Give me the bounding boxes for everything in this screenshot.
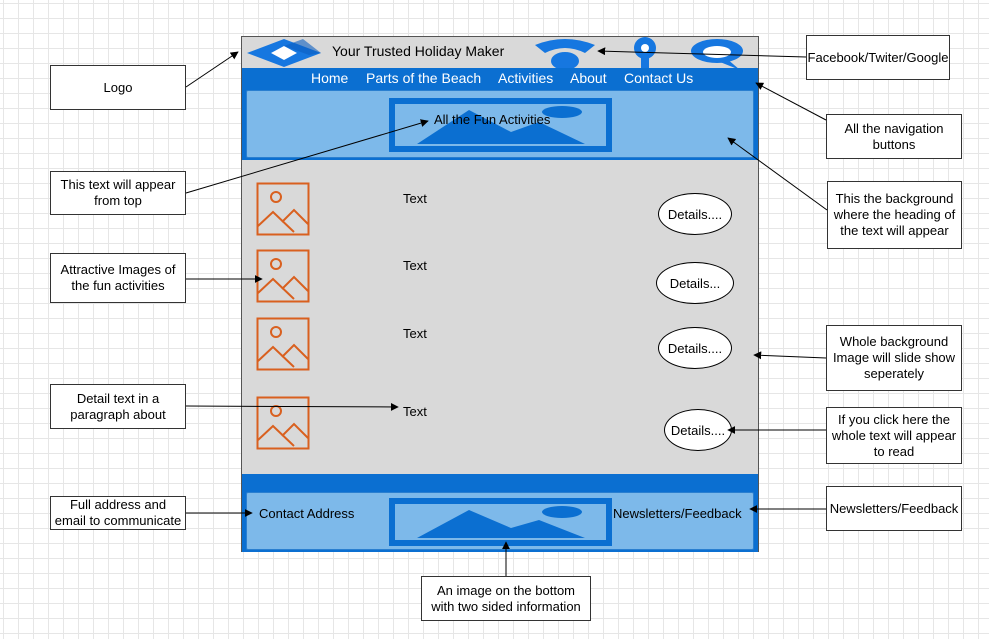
arrow-detail-text xyxy=(185,402,399,411)
note-click-here: If you click here the whole text will ap… xyxy=(826,407,962,464)
activity-image-icon xyxy=(256,182,310,236)
row-text: Text xyxy=(403,326,427,341)
navigation-bar xyxy=(242,68,758,90)
row-text: Text xyxy=(403,404,427,419)
note-detail-text: Detail text in a paragraph about xyxy=(50,384,186,429)
note-heading-bg: This the background where the heading of… xyxy=(827,181,962,249)
note-social: Facebook/Twiter/Google xyxy=(806,35,950,80)
nav-parts-of-the-beach[interactable]: Parts of the Beach xyxy=(366,70,482,86)
brand-title: Your Trusted Holiday Maker xyxy=(332,43,505,59)
map-pin-icon[interactable] xyxy=(624,37,666,70)
note-nav-buttons: All the navigation buttons xyxy=(826,114,962,159)
row-text: Text xyxy=(403,258,427,273)
activity-image-icon xyxy=(256,317,310,371)
note-logo: Logo xyxy=(50,65,186,110)
footer-image-icon xyxy=(389,498,612,546)
nav-home[interactable]: Home xyxy=(311,70,349,86)
arrow-nav xyxy=(755,82,827,121)
nav-activities[interactable]: Activities xyxy=(498,70,554,86)
note-images: Attractive Images of the fun activities xyxy=(50,253,186,303)
note-appear-top: This text will appear from top xyxy=(50,171,186,215)
nav-about[interactable]: About xyxy=(570,70,607,86)
row-text: Text xyxy=(403,191,427,206)
note-newsletters: Newsletters/Feedback xyxy=(826,486,962,531)
arrow-slideshow xyxy=(753,351,827,360)
note-bottom-image: An image on the bottom with two sided in… xyxy=(421,576,591,621)
arrow-social xyxy=(597,47,807,58)
details-button[interactable]: Details... xyxy=(656,262,734,304)
logo-diamond-icon xyxy=(247,39,321,67)
arrow-heading-bg xyxy=(727,137,828,211)
details-button[interactable]: Details.... xyxy=(658,193,732,235)
arrow-appear-top xyxy=(185,119,429,194)
note-slideshow: Whole background Image will slide show s… xyxy=(826,325,962,391)
nav-contact-us[interactable]: Contact Us xyxy=(624,70,694,86)
banner-label: All the Fun Activities xyxy=(434,112,551,127)
wifi-icon[interactable] xyxy=(533,37,597,70)
footer-newsletters-feedback[interactable]: Newsletters/Feedback xyxy=(613,506,742,521)
details-button[interactable]: Details.... xyxy=(658,327,732,369)
arrow-logo xyxy=(185,51,239,88)
footer-contact-address: Contact Address xyxy=(259,506,355,521)
note-address: Full address and email to communicate xyxy=(50,496,186,530)
